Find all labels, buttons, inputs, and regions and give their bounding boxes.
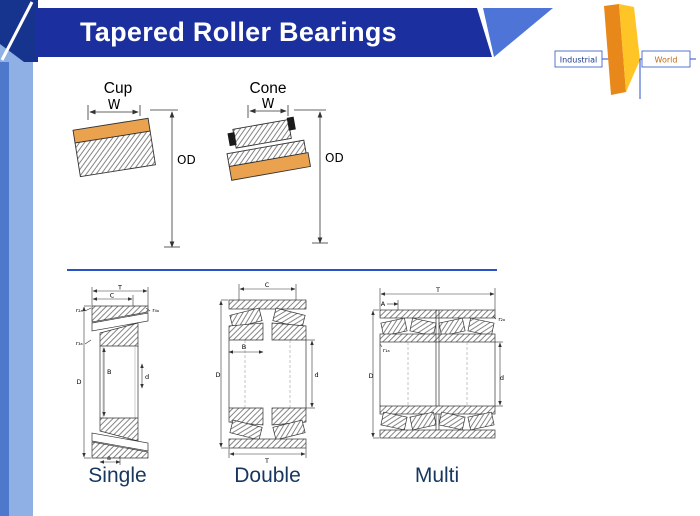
multi-roller-top-2 xyxy=(409,317,437,337)
double-dim-C: C xyxy=(265,282,270,289)
double-cup-top xyxy=(228,299,307,310)
cone-title: Cone xyxy=(249,80,287,97)
multi-caption: Multi xyxy=(414,464,460,487)
cone-w-dimension xyxy=(247,105,289,118)
corner-light-triangle xyxy=(0,44,24,62)
multi-cup-band-top xyxy=(379,309,496,319)
multi-dim-A: A xyxy=(381,300,386,308)
title-bar-accent-triangle xyxy=(483,8,553,57)
multi-dim-r2a: r₂ₐ xyxy=(498,317,505,323)
single-shapes xyxy=(91,305,149,459)
single-roller-top xyxy=(91,312,149,332)
double-dim-D: D xyxy=(216,371,221,379)
cup-od-dimension xyxy=(150,109,180,248)
multi-roller-bottom-3 xyxy=(438,411,466,431)
single-dim-a: a xyxy=(107,454,111,462)
logo-industrial-label: Industrial xyxy=(560,56,598,65)
multi-dim-D: D xyxy=(369,372,374,380)
single-dim-D: D xyxy=(77,378,82,386)
slide-title: Tapered Roller Bearings xyxy=(80,17,397,47)
cone-cage-right xyxy=(286,116,296,131)
single-caption: Single xyxy=(88,464,147,487)
multi-cone-band-top xyxy=(379,333,496,343)
cup-w-dimension xyxy=(87,105,141,120)
double-dim-B: B xyxy=(242,343,246,351)
logo-ribbon-light xyxy=(619,4,640,92)
multi-roller-bottom-4 xyxy=(467,411,495,431)
cup-w-label: W xyxy=(108,98,121,113)
cup-shape xyxy=(72,117,156,178)
multi-shapes xyxy=(379,309,496,439)
industrial-world-logo: Industrial World xyxy=(554,4,696,99)
left-stripe-inner xyxy=(9,0,33,516)
multi-dim-r1a: r₁ₐ xyxy=(383,348,390,354)
cone-od-dimension xyxy=(294,109,328,244)
single-dim-r4a: r₄ₐ xyxy=(152,308,159,314)
multi-roller-top-1 xyxy=(380,317,408,337)
left-stripe-outer xyxy=(0,0,9,516)
cone-shape xyxy=(226,116,312,181)
multi-roller-bottom-1 xyxy=(380,411,408,431)
multi-dim-T: T xyxy=(435,286,440,294)
single-cone-bottom xyxy=(99,417,139,442)
double-dim-T: T xyxy=(264,457,269,465)
logo-ribbon-dark xyxy=(604,4,626,95)
double-cone-top-left xyxy=(228,322,264,341)
title-bar-shape xyxy=(35,8,492,57)
double-roller-bottom-right xyxy=(272,419,306,441)
cone-cage-left xyxy=(227,132,237,147)
single-dim-B: B xyxy=(107,368,111,376)
double-roller-bottom-left xyxy=(229,419,263,441)
double-cone-top-right xyxy=(271,322,307,341)
double-dim-d: d xyxy=(315,371,319,379)
double-caption: Double xyxy=(234,464,301,487)
single-dimensions xyxy=(82,287,151,465)
cone-od-label: OD xyxy=(325,151,344,165)
multi-roller-bottom-2 xyxy=(409,411,437,431)
double-cup-bottom xyxy=(228,438,307,449)
multi-cone-band-bottom xyxy=(379,405,496,415)
cone-bore-surface xyxy=(228,152,312,181)
logo-world-box xyxy=(641,50,691,68)
cone-diagram: W OD xyxy=(226,98,344,244)
cup-diagram: W OD xyxy=(72,98,196,248)
logo-industrial-box xyxy=(554,50,603,68)
cup-od-label: OD xyxy=(177,153,196,167)
multi-dimensions xyxy=(371,288,503,439)
corner-white-slash xyxy=(0,1,34,61)
top-left-corner-decoration xyxy=(0,0,38,62)
cone-w-label: W xyxy=(262,98,275,112)
single-dim-T: T xyxy=(117,284,122,292)
double-cone-bottom-left xyxy=(228,407,264,426)
single-cup-top xyxy=(91,305,149,323)
multi-diagram: T A r₂ₐ r₁ₐ D d xyxy=(369,286,505,439)
single-dim-r2a: r₂ₐ xyxy=(76,308,83,314)
logo-world-label: World xyxy=(655,56,678,65)
multi-roller-top-4 xyxy=(467,317,495,337)
title-bar xyxy=(35,8,553,57)
double-dimensions xyxy=(219,284,315,458)
single-dim-d: d xyxy=(145,373,149,381)
single-roller-bottom xyxy=(91,432,149,452)
multi-cup-band-bottom xyxy=(379,429,496,439)
single-cup-bottom xyxy=(91,441,149,459)
cup-ring-section xyxy=(74,130,156,178)
double-diagram: C B D d T xyxy=(216,282,319,465)
section-divider-line xyxy=(67,269,497,271)
cup-title: Cup xyxy=(103,80,133,97)
single-diagram: T C r₂ₐ r₄ₐ r₃ₐ B D d a xyxy=(76,284,159,465)
multi-roller-top-3 xyxy=(438,317,466,337)
single-dim-C: C xyxy=(110,292,115,300)
double-shapes xyxy=(228,299,307,449)
multi-dim-d: d xyxy=(500,374,504,382)
single-dim-r3a: r₃ₐ xyxy=(76,341,83,347)
